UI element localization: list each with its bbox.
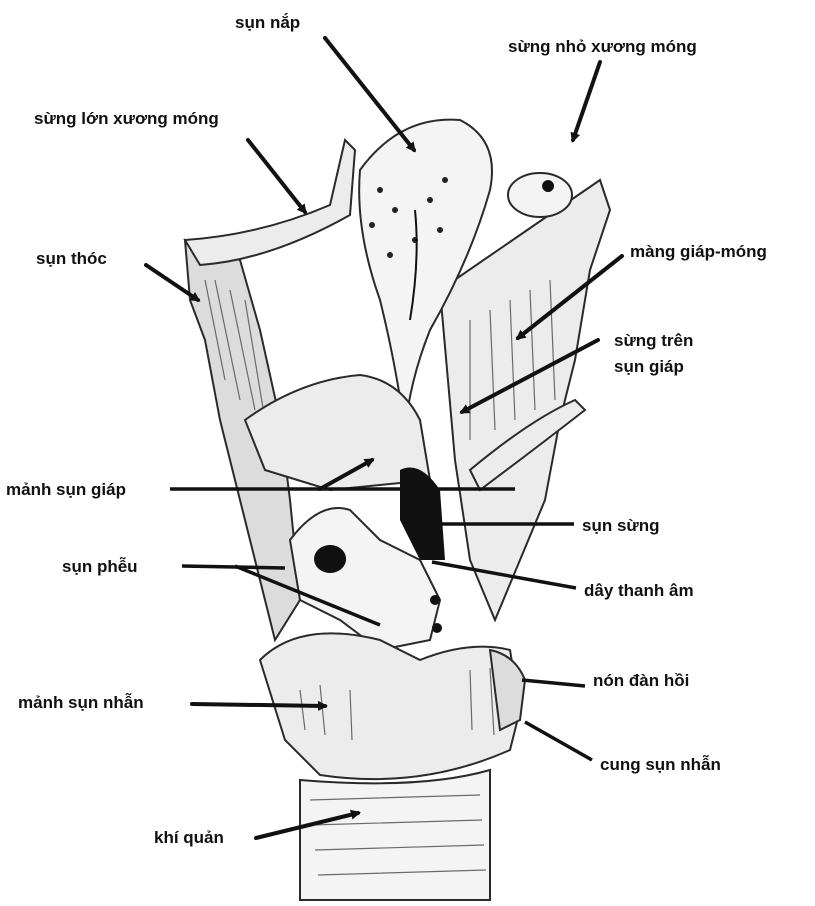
label-cung-sun-nhan: cung sụn nhẫn (600, 755, 721, 774)
label-sung-nho-xuong-mong: sừng nhỏ xương móng (508, 37, 697, 56)
arrow-sung-nho (573, 62, 600, 140)
label-sun-giap: sụn giáp (614, 357, 684, 376)
greater-horn-shape (185, 140, 355, 265)
anatomy-drawing (185, 120, 610, 900)
arrow-manh-sun-nhan (192, 704, 325, 706)
label-mang-giap-mong: màng giáp-móng (630, 242, 767, 261)
label-sun-nap: sụn nắp (235, 13, 300, 32)
line-cung-sun-nhan (525, 722, 592, 760)
arrow-sun-nap (325, 38, 414, 150)
trachea-shape (300, 770, 490, 900)
label-sun-sung: sụn sừng (582, 516, 659, 535)
line-sun-pheu-a (182, 566, 285, 568)
line-non-dan-hoi (522, 680, 585, 686)
label-sung-lon-xuong-mong: sừng lớn xương móng (34, 109, 219, 128)
label-manh-sun-nhan: mảnh sụn nhẫn (18, 693, 144, 712)
label-khi-quan: khí quản (154, 828, 224, 847)
lesser-horn-shape (508, 173, 572, 217)
label-sung-tren: sừng trên (614, 331, 693, 350)
label-manh-sun-giap: mảnh sụn giáp (6, 480, 126, 499)
glottis-opening (400, 468, 445, 561)
arrow-sung-lon (248, 140, 305, 212)
label-non-dan-hoi: nón đàn hồi (593, 671, 689, 690)
label-day-thanh-am: dây thanh âm (584, 581, 694, 600)
label-sun-thoc: sụn thóc (36, 249, 107, 268)
label-sun-pheu: sụn phễu (62, 557, 138, 576)
